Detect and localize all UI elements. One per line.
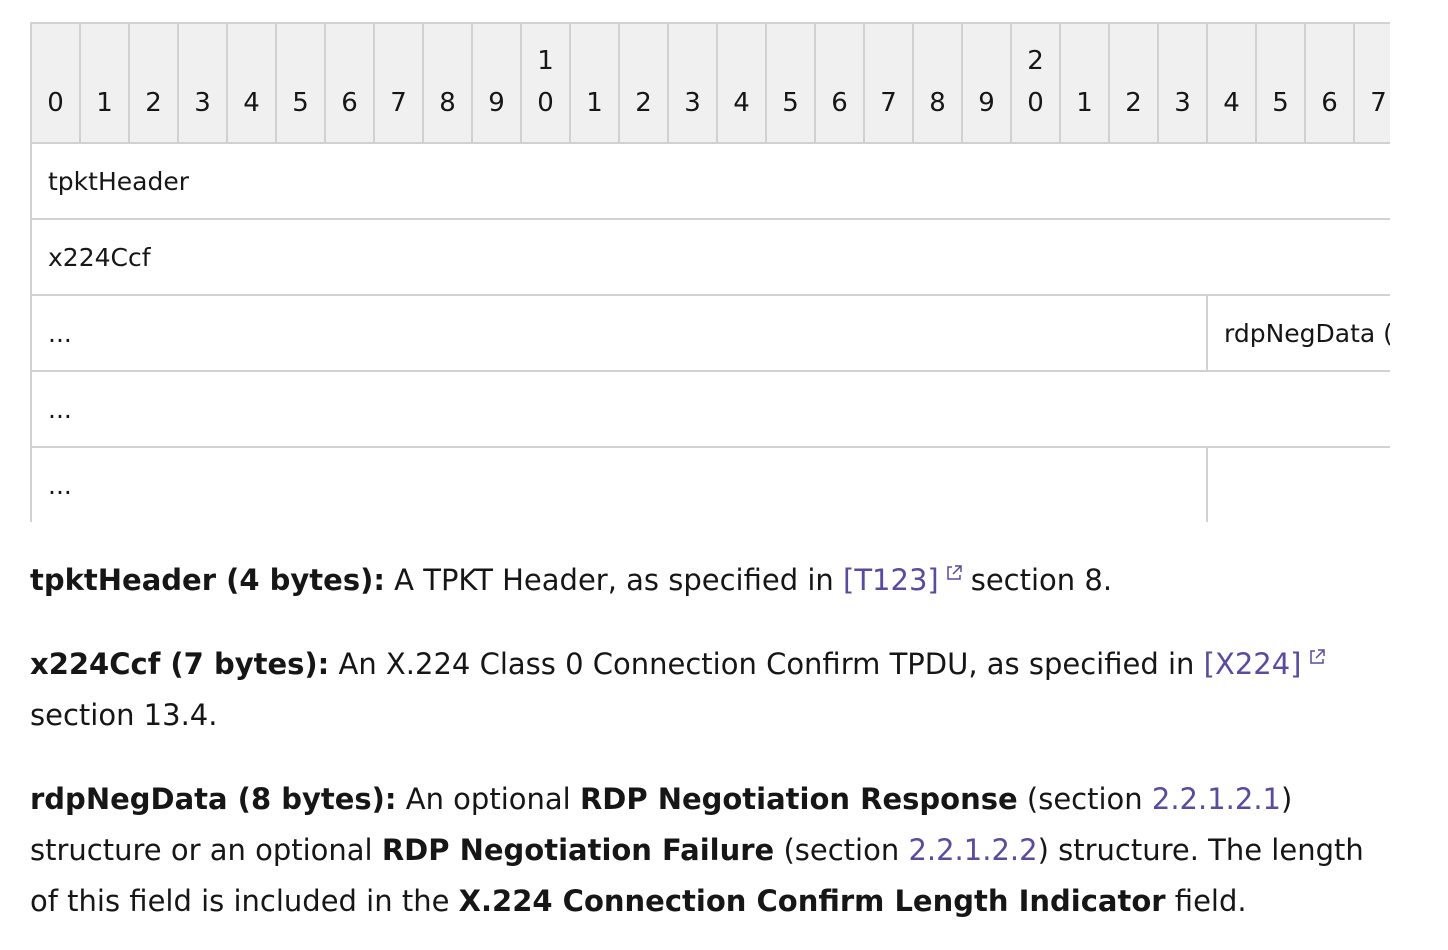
bit-ones-digit: 2 [145,88,162,118]
bit-ones-digit: 9 [978,88,995,118]
bit-number-17: 7 [863,22,914,144]
bit-number-21: 1 [1059,22,1110,144]
term-rdpnegdata: rdpNegData (8 bytes): [30,782,397,816]
packet-diagram-viewport[interactable]: 01234567891012345678920123456789301 tpkt… [30,22,1390,522]
ref-rdp-negotiation-response: RDP Negotiation Response [579,782,1018,816]
bit-number-23: 3 [1157,22,1208,144]
bit-ones-digit: 7 [880,88,897,118]
field-empty [1206,446,1390,522]
external-link-icon [1309,649,1325,664]
field-rdpnegdata-end: ... [30,446,1208,522]
bit-ones-digit: 6 [1321,88,1338,118]
bit-ones-digit: 2 [635,88,652,118]
bit-number-header: 01234567891012345678920123456789301 [30,22,1390,144]
bit-ones-digit: 9 [488,88,505,118]
bit-number-26: 6 [1304,22,1355,144]
link-t123[interactable]: [T123] [843,563,939,597]
field-tpktheader: tpktHeader [30,142,1390,220]
bit-number-11: 1 [569,22,620,144]
field-x224ccf-continued: ... [30,294,1208,372]
link-x224[interactable]: [X224] [1203,647,1302,681]
description-text: An optional [396,782,580,816]
bit-ones-digit: 5 [1272,88,1289,118]
field-rdpnegdata: rdpNegData ( [1206,294,1390,372]
bit-ones-digit: 1 [1076,88,1093,118]
bit-ones-digit: 8 [929,88,946,118]
bit-ones-digit: 3 [194,88,211,118]
bit-tens-digit: 2 [1027,46,1044,76]
description-text: ) structure. The length of this field is… [30,833,1364,918]
bit-number-16: 6 [814,22,865,144]
table-row: ... rdpNegData ( [30,294,1390,372]
table-row: x224Ccf [30,218,1390,296]
bit-number-5: 5 [275,22,326,144]
description-text: ) structure or an optional [30,782,1293,867]
bit-number-25: 5 [1255,22,1306,144]
bit-number-12: 2 [618,22,669,144]
bit-number-7: 7 [373,22,424,144]
packet-diagram-table: 01234567891012345678920123456789301 tpkt… [30,22,1390,522]
ref-rdp-negotiation-failure: RDP Negotiation Failure [381,833,775,867]
description-text: field. [1165,884,1247,918]
table-row: ... [30,370,1390,448]
bit-ones-digit: 6 [831,88,848,118]
bit-number-3: 3 [177,22,228,144]
bit-ones-digit: 1 [586,88,603,118]
bit-number-22: 2 [1108,22,1159,144]
description-text: (section [774,833,909,867]
bit-ones-digit: 1 [96,88,113,118]
bit-ones-digit: 8 [439,88,456,118]
description-text: An X.224 Class 0 Connection Confirm TPDU… [329,647,1204,681]
bit-ones-digit: 0 [1027,88,1044,118]
bit-number-24: 4 [1206,22,1257,144]
bit-number-18: 8 [912,22,963,144]
description-text: (section [1017,782,1152,816]
link-section-2-2-1-2-2[interactable]: 2.2.1.2.2 [908,833,1038,867]
bit-number-9: 9 [471,22,522,144]
bit-ones-digit: 4 [733,88,750,118]
description-rdpnegdata: rdpNegData (8 bytes): An optional RDP Ne… [30,774,1370,927]
bit-ones-digit: 3 [684,88,701,118]
term-x224ccf: x224Ccf (7 bytes): [30,647,330,681]
bit-ones-digit: 6 [341,88,358,118]
bit-number-1: 1 [79,22,130,144]
bit-number-14: 4 [716,22,767,144]
description-x224ccf: x224Ccf (7 bytes): An X.224 Class 0 Conn… [30,639,1370,741]
bit-ones-digit: 0 [47,88,64,118]
field-x224ccf: x224Ccf [30,218,1390,296]
bit-ones-digit: 7 [390,88,407,118]
bit-ones-digit: 2 [1125,88,1142,118]
description-text: A TPKT Header, as specified in [384,563,844,597]
description-tpktheader: tpktHeader (4 bytes): A TPKT Header, as … [30,555,1370,606]
table-row: ... [30,446,1390,522]
description-text: section 8. [970,563,1113,597]
bit-number-13: 3 [667,22,718,144]
table-row: tpktHeader [30,142,1390,220]
bit-ones-digit: 3 [1174,88,1191,118]
bit-number-2: 2 [128,22,179,144]
bit-number-27: 7 [1353,22,1390,144]
bit-number-15: 5 [765,22,816,144]
ref-length-indicator: X.224 Connection Confirm Length Indicato… [458,884,1166,918]
link-section-2-2-1-2-1[interactable]: 2.2.1.2.1 [1151,782,1282,816]
bit-ones-digit: 4 [243,88,260,118]
bit-ones-digit: 5 [782,88,799,118]
bit-number-4: 4 [226,22,277,144]
bit-number-0: 0 [30,22,81,144]
bit-ones-digit: 5 [292,88,309,118]
field-rdpnegdata-continued: ... [30,370,1390,448]
bit-number-8: 8 [422,22,473,144]
bit-ones-digit: 0 [537,88,554,118]
bit-ones-digit: 4 [1223,88,1240,118]
description-text: section 13.4. [30,698,218,732]
bit-number-6: 6 [324,22,375,144]
term-tpktheader: tpktHeader (4 bytes): [30,563,385,597]
bit-ones-digit: 7 [1370,88,1387,118]
bit-tens-digit: 1 [537,46,554,76]
bit-number-19: 9 [961,22,1012,144]
external-link-icon [946,565,962,580]
